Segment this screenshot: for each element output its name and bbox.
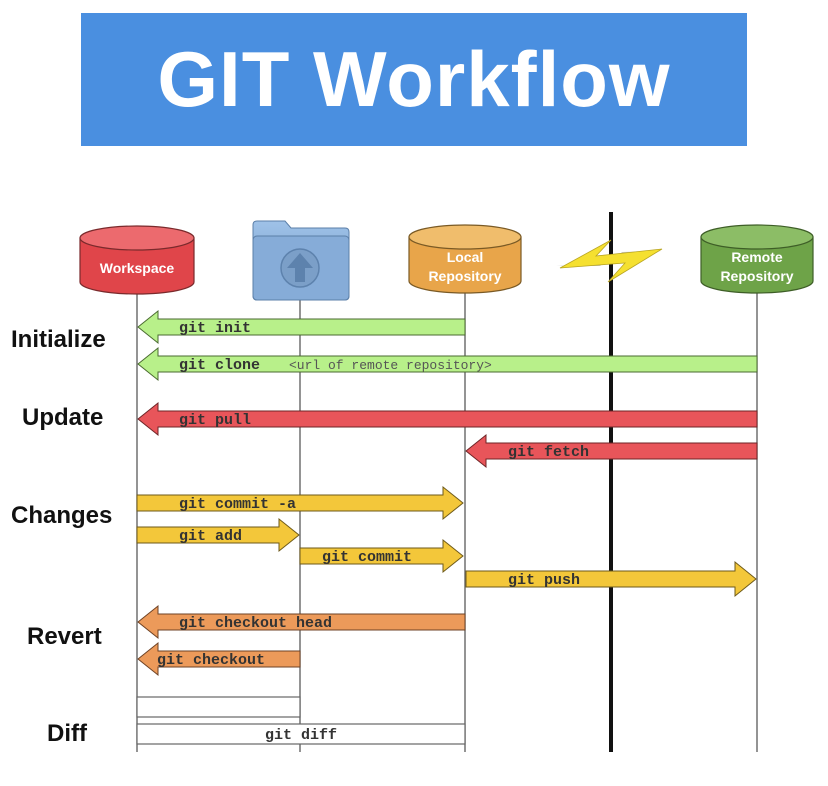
local-repository-node: Local Repository: [408, 224, 522, 294]
remote-repository-label-line2: Repository: [720, 268, 793, 284]
workspace-label: Workspace: [100, 260, 175, 276]
page-title: GIT Workflow: [157, 35, 671, 123]
lightning-bolt-icon: [556, 239, 663, 283]
local-repository-label-line1: Local: [447, 249, 484, 265]
workspace-node: Workspace: [79, 225, 195, 295]
git-push-arrow: git push: [465, 560, 757, 598]
git-add-label: git add: [179, 528, 242, 545]
section-revert: Revert: [27, 623, 102, 650]
git-commit-arrow: git commit: [299, 538, 464, 574]
git-fetch-arrow: git fetch: [465, 433, 758, 469]
section-diff: Diff: [47, 720, 87, 747]
git-init-arrow: git init: [137, 309, 466, 345]
git-init-label: git init: [179, 320, 251, 337]
title-banner: GIT Workflow: [81, 13, 747, 146]
git-clone-arrow: git clone <url of remote repository>: [137, 346, 758, 382]
git-pull-arrow: git pull: [137, 401, 758, 437]
git-clone-label: git clone: [179, 357, 260, 374]
remote-repository-label-line1: Remote: [731, 249, 783, 265]
git-checkout-label: git checkout: [157, 652, 265, 669]
git-commit-a-arrow: git commit -a: [136, 485, 464, 521]
remote-repository-node: Remote Repository: [700, 224, 814, 294]
folder-upload-icon: [252, 220, 350, 301]
git-checkout-head-label: git checkout head: [179, 615, 332, 632]
section-initialize: Initialize: [11, 326, 106, 353]
git-pull-label: git pull: [179, 412, 251, 429]
git-fetch-label: git fetch: [508, 444, 589, 461]
local-repository-label-line2: Repository: [428, 268, 501, 284]
diff-workspace-index-box: [136, 696, 301, 718]
git-diff-box: git diff: [136, 723, 466, 745]
git-commit-label: git commit: [322, 549, 412, 566]
git-checkout-head-arrow: git checkout head: [137, 604, 466, 640]
git-add-arrow: git add: [136, 517, 300, 553]
git-commit-a-label: git commit -a: [179, 496, 296, 513]
git-checkout-arrow: git checkout: [137, 641, 301, 677]
section-update: Update: [22, 404, 104, 431]
git-push-label: git push: [508, 572, 580, 589]
git-diff-label: git diff: [265, 727, 337, 744]
section-changes: Changes: [11, 502, 113, 529]
git-clone-argument: <url of remote repository>: [289, 358, 492, 373]
